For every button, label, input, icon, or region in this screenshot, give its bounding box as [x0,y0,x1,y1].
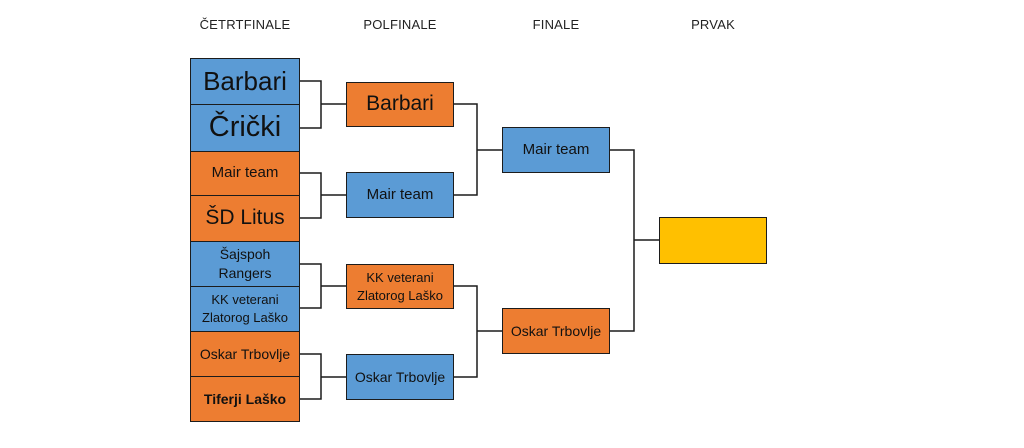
qf-team-8-label: Tiferji Laško [203,390,287,407]
qf-team-1-label: Barbari [203,65,287,96]
champion-box [659,217,767,264]
sf-team-4-label: Oskar Trbovlje [354,368,446,385]
qf-team-2-label: Črički [208,111,282,144]
header-semifinal: POLFINALE [363,17,437,32]
qf-team-6-label-line1: KK veterani [211,292,279,308]
qf-team-6-label-line2: Zlatorog Laško [202,310,288,325]
connector-qf4-sf4 [300,353,322,400]
sf-team-1-label: Barbari [366,92,434,116]
sf-team-2: Mair team [346,172,454,218]
header-final: FINALE [532,17,580,32]
qf-team-5: Šajspoh Rangers [190,241,300,287]
sf-team-4: Oskar Trbovlje [346,354,454,400]
header-champion: PRVAK [691,17,735,32]
qf-team-3-label: Mair team [211,164,279,182]
final-team-1-label: Mair team [522,140,590,158]
final-team-2: Oskar Trbovlje [502,308,610,354]
qf-team-7-label: Oskar Trbovlje [199,345,291,362]
qf-team-5-label-line1: Šajspoh [219,246,271,263]
qf-team-3: Mair team [190,151,300,196]
connector-sf1-f1 [454,103,478,196]
final-team-1: Mair team [502,127,610,173]
connector-f-champion [610,149,635,332]
sf-team-3: KK veterani Zlatorog Laško [346,264,454,309]
qf-team-5-label-line2: Rangers [218,265,272,281]
qf-team-7: Oskar Trbovlje [190,331,300,377]
qf-team-2: Črički [190,104,300,152]
qf-team-1: Barbari [190,58,300,105]
connector-qf2-sf2 [300,172,322,219]
header-quarterfinal: ČETRTFINALE [199,17,291,32]
sf-team-2-label: Mair team [366,185,434,203]
connector-qf3-sf3 [300,263,322,309]
qf-team-4: ŠD Litus [190,195,300,242]
qf-team-6: KK veterani Zlatorog Laško [190,286,300,332]
sf-team-3-label-line2: Zlatorog Laško [357,287,443,303]
qf-team-4-label: ŠD Litus [205,206,285,230]
sf-team-1: Barbari [346,82,454,127]
connector-sf2-f2 [454,285,478,378]
sf-team-3-label-line1: KK veterani [366,269,434,285]
connector-qf1-sf1 [300,80,322,129]
final-team-2-label: Oskar Trbovlje [510,322,602,339]
qf-team-8: Tiferji Laško [190,376,300,422]
